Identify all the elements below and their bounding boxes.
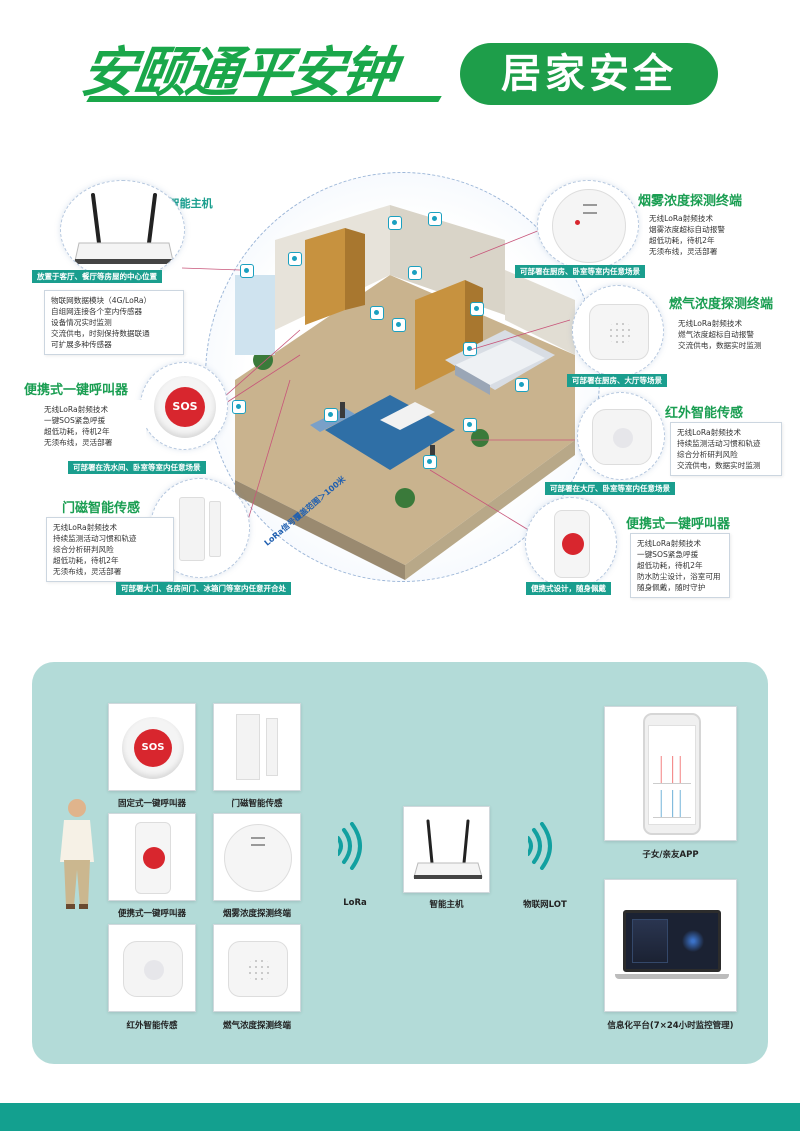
door-sensor-icon: [179, 497, 205, 561]
lora-label: LoRa: [343, 898, 367, 908]
smoke-image: [537, 180, 639, 270]
portable-caption: 便携式设计，随身佩戴: [526, 582, 611, 595]
pin-ir-1: [408, 266, 422, 280]
pin-ir-4: [324, 408, 338, 422]
laptop-icon: [623, 910, 721, 972]
smoke-detector-icon: [552, 189, 626, 263]
sos-device-icon: SOS: [154, 376, 216, 438]
pin-host: [240, 264, 254, 278]
pin-ir-5: [463, 418, 477, 432]
product-card-door: [213, 703, 301, 791]
sos-image: SOS: [140, 362, 228, 450]
ir-image: [577, 392, 665, 480]
platform-card: [604, 879, 737, 1012]
portable-desc: 无线LoRa射频技术 一键SOS紧急呼援 超低功耗，待机2年 防水防尘设计，浴室…: [630, 533, 730, 598]
pin-door-4: [232, 400, 246, 414]
pin-ir-3: [463, 342, 477, 356]
product-card-sos-fixed: SOS: [108, 703, 196, 791]
smoke-desc: 无线LoRa射频技术 烟雾浓度超标自动报警 超低功耗，待机2年 无须布线，灵活部…: [643, 209, 747, 261]
pin-door-5: [423, 455, 437, 469]
pin-gas: [370, 306, 384, 320]
gas-desc: 无线LoRa射频技术 燃气浓度超标自动报警 交流供电，数据实时监测: [672, 314, 772, 355]
sos-title: 便携式一键呼叫器: [24, 383, 129, 398]
gas-caption: 可部署在厨房、大厅等场景: [567, 374, 667, 387]
product-card-ir: [108, 924, 196, 1012]
gas-image: [572, 285, 664, 377]
platform-label: 信息化平台(7×24小时监控管理): [607, 1021, 734, 1031]
connector-lines: [181, 229, 575, 541]
sos-button: SOS: [165, 387, 205, 427]
door-title: 门磁智能传感: [62, 501, 141, 516]
pin-ir-2: [392, 318, 406, 332]
product-label-5: 燃气浓度探测终端: [222, 1021, 291, 1031]
gas-detector-icon: [589, 304, 649, 360]
product-label-0: 固定式一键呼叫器: [117, 799, 186, 809]
ir-title: 红外智能传感: [665, 406, 744, 421]
app-card: [604, 706, 737, 841]
portable-image: [525, 497, 617, 589]
app-label: 子女/亲友APP: [642, 850, 699, 860]
iot-label: 物联网LOT: [523, 900, 567, 910]
lora-signal-icon: [338, 822, 362, 870]
portable-caller-icon: [554, 510, 590, 578]
smoke-caption: 可部署在厨房、卧室等室内任意场景: [515, 265, 645, 278]
product-label-4: 红外智能传感: [126, 1021, 178, 1031]
iot-signal-icon: [528, 822, 552, 870]
elderly-person-image: [60, 799, 94, 909]
door-magnet-icon: [209, 501, 221, 557]
host-card: [403, 806, 490, 893]
host-caption: 放置于客厅、餐厅等房屋的中心位置: [32, 270, 162, 283]
sos-button-small: SOS: [134, 729, 172, 767]
phone-icon: [643, 713, 701, 835]
pin-door-3: [515, 378, 529, 392]
pin-door-2: [470, 302, 484, 316]
router-icon: [74, 193, 174, 264]
host-desc: 物联网数据模块（4G/LoRa） 自组网连接各个室内传感器 设备情况实时监测 交…: [44, 290, 184, 355]
router-icon-small: [413, 819, 483, 879]
host-image: [60, 180, 185, 280]
product-card-gas: [213, 924, 301, 1012]
product-card-smoke: [213, 813, 301, 901]
ir-sensor-icon: [592, 409, 652, 465]
host-label: 智能主机: [429, 900, 464, 910]
portable-title: 便携式一键呼叫器: [626, 517, 731, 532]
product-card-portable: [108, 813, 196, 901]
product-label-1: 门磁智能传感: [231, 799, 283, 809]
house-floorplan-illustration: [235, 205, 575, 580]
footer-bar: [0, 1103, 800, 1131]
sos-desc: 无线LoRa射频技术 一键SOS紧急呼援 超低功耗，待机2年 无须布线，灵活部署: [38, 400, 146, 452]
pin-door-1: [288, 252, 302, 266]
product-label-3: 烟雾浓度探测终端: [222, 909, 291, 919]
pin-smoke: [428, 212, 442, 226]
pin-sos: [388, 216, 402, 230]
smoke-title: 烟雾浓度探测终端: [638, 194, 743, 209]
door-desc: 无线LoRa射频技术 持续监测活动习惯和轨迹 综合分析研判风险 超低功耗，待机2…: [46, 517, 174, 582]
door-caption: 可部署大门、各房间门、冰箱门等室内任意开合处: [116, 582, 291, 595]
product-label-2: 便携式一键呼叫器: [117, 909, 186, 919]
gas-title: 燃气浓度探测终端: [669, 297, 774, 312]
ir-desc: 无线LoRa射频技术 持续监测活动习惯和轨迹 综合分析研判风险 交流供电，数据实…: [670, 422, 782, 476]
ir-caption: 可部署在大厅、卧室等室内任意场景: [545, 482, 675, 495]
sos-caption: 可部署在洗水间、卧室等室内任意场景: [68, 461, 206, 474]
tagline-pill: 居家安全: [460, 43, 718, 105]
